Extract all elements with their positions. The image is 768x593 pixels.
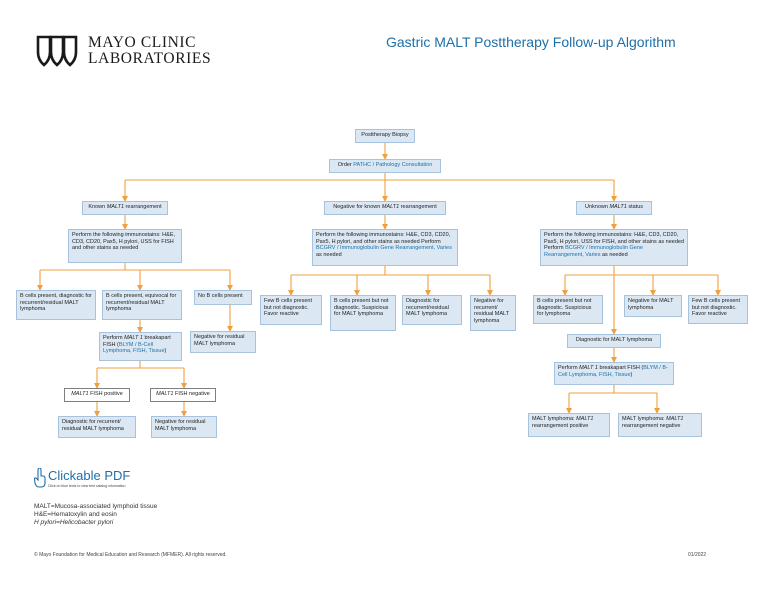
- node-immunostains-middle: Perform the following immunostains: H&E,…: [312, 229, 458, 266]
- mayo-shield-icon: [36, 35, 78, 67]
- node-text: B cells present but not diagnostic. Susp…: [334, 298, 389, 318]
- node-text: Perform: [558, 365, 580, 371]
- node-text: breakapart FISH (: [597, 365, 644, 371]
- node-text: as needed: [600, 251, 628, 258]
- page-title: Gastric MALT Posttherapy Follow-up Algor…: [386, 34, 676, 50]
- blym-test-link[interactable]: BLYM / B-Cell Lymphoma, FISH, Tissue: [103, 341, 165, 355]
- node-mid-few-b-cells: Few B cells present but not diagnostic. …: [260, 295, 322, 325]
- node-negative-known-malt1: Negative for known MALT1 rearrangement: [324, 201, 446, 215]
- pointer-hand-icon: [34, 468, 46, 488]
- node-order-pathc: Order PATHC / Pathology Consultation: [329, 159, 441, 173]
- node-text: B cells present, equivocal for recurrent…: [106, 293, 177, 313]
- node-text: rearrangement: [124, 204, 162, 210]
- node-right-suspicious: B cells present but not diagnostic. Susp…: [533, 295, 603, 324]
- node-text: Perform the following immunostains: H&E,…: [544, 232, 685, 252]
- node-text: rearrangement positive: [532, 422, 589, 429]
- node-text: ): [630, 371, 633, 378]
- node-text: status: [626, 204, 643, 210]
- abbreviation-hpylori: H pylori=Helicobacter pylori: [34, 519, 114, 527]
- node-text: breakapart FISH (: [103, 335, 171, 348]
- node-text: Perform: [103, 335, 125, 341]
- node-text-italic: MALT1: [609, 204, 627, 210]
- node-left-negative-residual: Negative for residual MALT lymphoma: [190, 331, 256, 353]
- node-left-diagnostic: B cells present, diagnostic for recurren…: [16, 290, 96, 320]
- node-text-italic: MALT1: [156, 391, 174, 397]
- node-text: as needed: [316, 251, 342, 258]
- abbreviation-malt: MALT=Mucosa-associated lymphoid tissue: [34, 503, 158, 510]
- node-immunostains-right: Perform the following immunostains: H&E,…: [540, 229, 688, 266]
- node-text: rearrangement negative: [622, 422, 681, 429]
- node-fish-positive: MALT1 FISH positive: [64, 388, 130, 402]
- node-text: Diagnostic for recurrent/residual MALT l…: [406, 298, 449, 318]
- node-text-italic: MALT1: [381, 204, 400, 210]
- node-text-italic: MALT1: [71, 391, 89, 397]
- blym-test-link[interactable]: BLYM / B-Cell Lymphoma, FISH, Tissue: [558, 365, 668, 378]
- bcgrv-test-link[interactable]: BCGRV / Immunoglobulin Gene Rearrangemen…: [544, 245, 643, 258]
- node-text: Perform the following immunostains: H&E,…: [316, 232, 451, 245]
- revision-date: 01/2022: [688, 552, 707, 558]
- node-text-italic: MALT1: [666, 416, 684, 422]
- node-text: Negative for known: [333, 204, 382, 210]
- node-text: No B cells present: [198, 293, 243, 299]
- node-text: rearrangement: [399, 204, 437, 210]
- node-known-malt1: Known MALT1 rearrangement: [82, 201, 168, 215]
- node-right-rearrangement-positive: MALT lymphoma: MALT1 rearrangement posit…: [528, 413, 610, 437]
- node-text: FISH positive: [88, 391, 123, 397]
- logo-wordmark: MAYO CLINIC LABORATORIES: [88, 35, 211, 67]
- node-text: Known: [88, 204, 107, 210]
- node-left-equivocal: B cells present, equivocal for recurrent…: [102, 290, 182, 320]
- node-text: Negative for recurrent/ residual MALT ly…: [474, 298, 509, 324]
- clickable-pdf-title: Clickable PDF: [48, 468, 131, 483]
- node-right-few-b-cells: Few B cells present but not diagnostic. …: [688, 295, 748, 324]
- bcgrv-test-link[interactable]: BCGRV / Immunoglobulin Gene Rearrangemen…: [316, 245, 452, 252]
- node-left-diagnostic-2: Diagnostic for recurrent/ residual MALT …: [58, 416, 136, 438]
- node-fish-negative: MALT1 FISH negative: [150, 388, 216, 402]
- node-text: MALT lymphoma:: [532, 416, 577, 422]
- node-left-negative-residual-2: Negative for residual MALT lymphoma: [151, 416, 217, 438]
- logo-line-2: LABORATORIES: [88, 50, 212, 67]
- node-right-diagnostic-malt: Diagnostic for MALT lymphoma: [567, 334, 661, 348]
- node-text: B cells present, diagnostic for recurren…: [20, 293, 92, 313]
- node-text: B cells present but not diagnostic. Susp…: [537, 298, 592, 318]
- node-text: ): [164, 348, 167, 355]
- node-mid-suspicious: B cells present but not diagnostic. Susp…: [330, 295, 396, 331]
- node-mid-negative: Negative for recurrent/ residual MALT ly…: [470, 295, 516, 331]
- node-label: Posttherapy Biopsy: [361, 132, 409, 138]
- node-posttherapy-biopsy: Posttherapy Biopsy: [355, 129, 415, 143]
- node-mid-diagnostic: Diagnostic for recurrent/residual MALT l…: [402, 295, 462, 325]
- node-right-negative-malt: Negative for MALT lymphoma: [624, 295, 682, 317]
- node-text: Negative for residual MALT lymphoma: [155, 419, 206, 432]
- node-text-italic: MALT 1: [124, 335, 143, 341]
- node-text: FISH negative: [173, 391, 210, 397]
- node-text: MALT lymphoma:: [622, 416, 667, 422]
- clickable-pdf-note: Click on blue texts to view test catalog…: [48, 484, 126, 488]
- node-text: Few B cells present but not diagnostic. …: [692, 298, 740, 318]
- node-text: Diagnostic for MALT lymphoma: [575, 337, 653, 343]
- node-left-no-b-cells: No B cells present: [194, 290, 252, 305]
- node-right-rearrangement-negative: MALT lymphoma: MALT1 rearrangement negat…: [618, 413, 702, 437]
- node-right-fish: Perform MALT 1 breakapart FISH (BLYM / B…: [554, 362, 674, 385]
- abbreviation-he: H&E=Hematoxylin and eosin: [34, 511, 117, 519]
- node-text: Negative for MALT lymphoma: [628, 298, 674, 311]
- node-text: Perform the following immunostains: H&E,…: [72, 232, 176, 252]
- node-text-italic: MALT1: [576, 416, 594, 422]
- node-immunostains-left: Perform the following immunostains: H&E,…: [68, 229, 182, 263]
- node-label: Order: [337, 162, 354, 168]
- node-text-italic: MALT 1: [579, 365, 598, 371]
- node-text: Unknown: [585, 204, 610, 210]
- node-text-italic: MALT1: [106, 204, 125, 210]
- node-unknown-malt1: Unknown MALT1 status: [576, 201, 652, 215]
- mayo-clinic-logo: MAYO CLINIC LABORATORIES: [36, 34, 226, 68]
- pathc-test-link[interactable]: PATHC / Pathology Consultation: [353, 162, 433, 168]
- node-text: Few B cells present but not diagnostic. …: [264, 298, 312, 318]
- node-text: Diagnostic for recurrent/ residual MALT …: [62, 419, 124, 432]
- copyright-text: © Mayo Foundation for Medical Education …: [34, 552, 227, 558]
- node-left-fish: Perform MALT 1 breakapart FISH (BLYM / B…: [99, 332, 182, 361]
- abbreviation-legend: MALT=Mucosa-associated lymphoid tissue H…: [34, 503, 157, 528]
- node-text: Negative for residual MALT lymphoma: [194, 334, 245, 347]
- logo-line-1: MAYO CLINIC: [88, 34, 197, 51]
